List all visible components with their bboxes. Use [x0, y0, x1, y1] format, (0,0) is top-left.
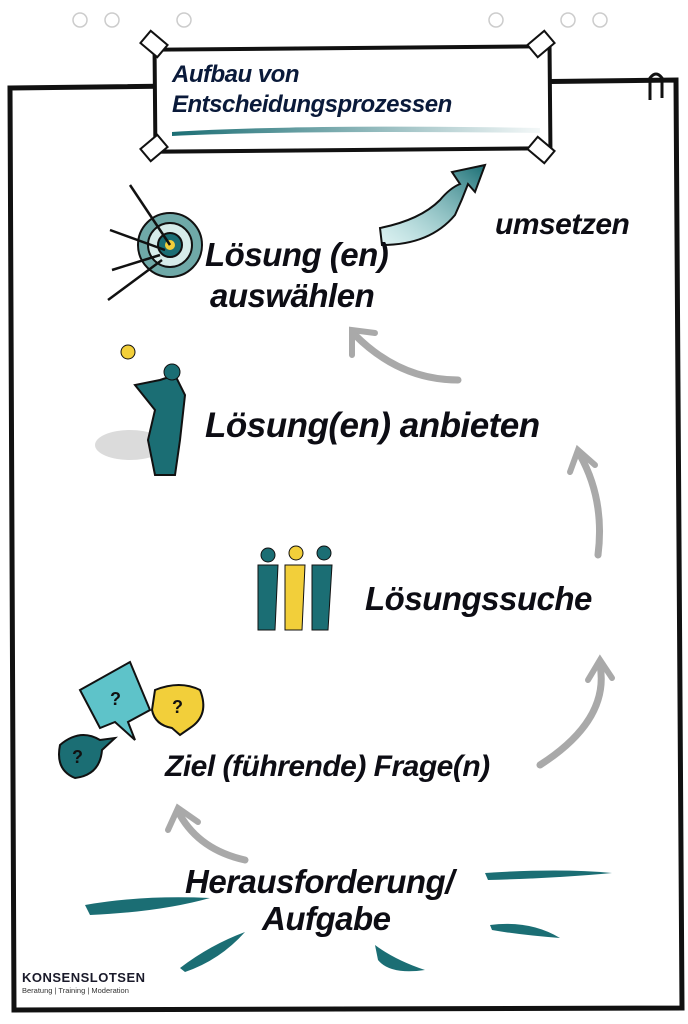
step-auswaehlen-line2: auswählen: [210, 277, 375, 314]
page-title: Aufbau von Entscheidungsprozessen: [172, 60, 452, 120]
svg-text:?: ?: [110, 689, 121, 709]
up-arrow-umsetzen: [378, 163, 487, 247]
step-loesungssuche: Lösungssuche: [365, 580, 592, 617]
step-umsetzen: umsetzen: [495, 208, 630, 241]
konsenslotsen-logo: KONSENSLOTSEN Beratung | Training | Mode…: [22, 970, 146, 995]
question-bubbles-icon: ? ? ?: [58, 660, 205, 780]
person-lightbulb-icon: [95, 344, 187, 476]
step-ziel: Ziel (führende) Frage(n): [165, 750, 490, 783]
brush-strokes: [85, 870, 612, 972]
title-line-1: Aufbau von: [172, 61, 299, 88]
title-card: [139, 29, 556, 165]
logo-tagline: Beratung | Training | Moderation: [22, 986, 129, 995]
group-people-icon: [257, 545, 333, 631]
svg-text:?: ?: [172, 697, 183, 717]
progress-arrows: [165, 326, 615, 864]
step-anbieten: Lösung(en) anbieten: [205, 406, 540, 445]
logo-name: KONSENSLOTSEN: [22, 970, 146, 985]
step-herausforderung-line2: Aufgabe: [262, 900, 391, 937]
paper-holes: [72, 12, 608, 28]
svg-text:?: ?: [72, 747, 83, 767]
title-line-2: Entscheidungsprozessen: [172, 91, 452, 118]
target-icon: [107, 184, 203, 302]
step-auswaehlen-line1: Lösung (en): [205, 236, 389, 273]
paper-clip-icon: [648, 72, 664, 100]
step-herausforderung-line1: Herausforderung/: [185, 863, 454, 900]
